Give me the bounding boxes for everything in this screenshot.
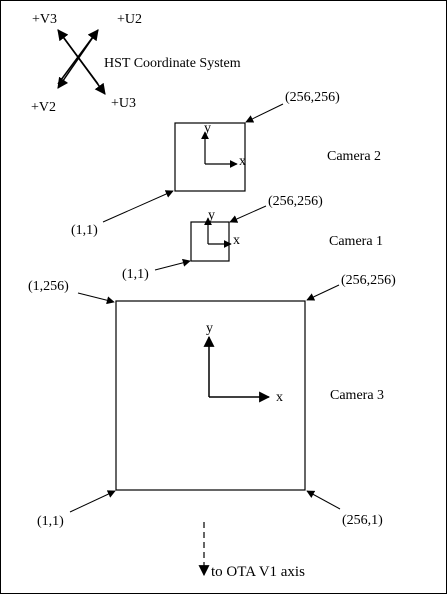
camera-3-y-label: y — [206, 321, 213, 336]
camera-2-top-right-pointer — [245, 103, 284, 123]
camera-2-bottom-left-pointer — [102, 190, 174, 223]
u3-label: +U3 — [111, 96, 136, 111]
ota-v1-indicator: to OTA V1 axis — [198, 522, 305, 580]
u3-arrow — [57, 29, 106, 95]
camera-2-bottom-left-label: (1,1) — [71, 223, 98, 238]
u2-label: +U2 — [117, 12, 142, 27]
camera-1-bottom-left-pointer — [154, 258, 191, 271]
v2-label: +V2 — [31, 100, 56, 115]
camera-3-bottom-right-pointer — [306, 490, 341, 510]
camera-1-name: Camera 1 — [329, 234, 383, 249]
hst-title: HST Coordinate System — [104, 56, 241, 71]
camera-1-bottom-left-label: (1,1) — [122, 267, 149, 282]
camera-3-x-label: x — [276, 390, 283, 405]
camera-2-detector — [174, 122, 246, 192]
v3-label: +V3 — [32, 12, 57, 27]
camera-3-bottom-left-pointer — [69, 490, 116, 513]
camera-3-top-right-label: (256,256) — [341, 273, 396, 288]
camera-1-top-right-label: (256,256) — [268, 194, 323, 209]
camera-3-group: y x (1,256) (256,256) (1,1) (256,1) Came… — [28, 273, 396, 529]
camera-3-top-left-pointer — [77, 292, 115, 305]
ota-v1-label: to OTA V1 axis — [211, 564, 305, 580]
camera-2-top-right-label: (256,256) — [285, 90, 340, 105]
camera-1-detector — [190, 221, 230, 262]
camera-3-name: Camera 3 — [330, 388, 384, 403]
camera-3-top-left-label: (1,256) — [28, 279, 69, 294]
camera-2-x-label: x — [239, 154, 246, 169]
camera-1-group: y x (256,256) (1,1) Camera 1 — [122, 194, 383, 282]
camera-1-x-label: x — [233, 233, 240, 248]
v2-arrow — [57, 29, 99, 89]
camera-3-detector — [115, 300, 306, 491]
camera-2-name: Camera 2 — [327, 149, 381, 164]
camera-1-top-right-pointer — [229, 205, 267, 223]
camera-3-bottom-right-label: (256,1) — [342, 513, 383, 528]
camera-2-y-label: y — [204, 121, 211, 136]
camera-3-top-right-pointer — [306, 284, 340, 301]
camera-1-y-label: y — [208, 208, 215, 223]
camera-2-group: y x (256,256) (1,1) Camera 2 — [71, 90, 381, 238]
hst-orientation-cross: +V3 +U2 +V2 +U3 HST Coordinate System — [31, 12, 241, 115]
camera-3-bottom-left-label: (1,1) — [37, 514, 64, 529]
